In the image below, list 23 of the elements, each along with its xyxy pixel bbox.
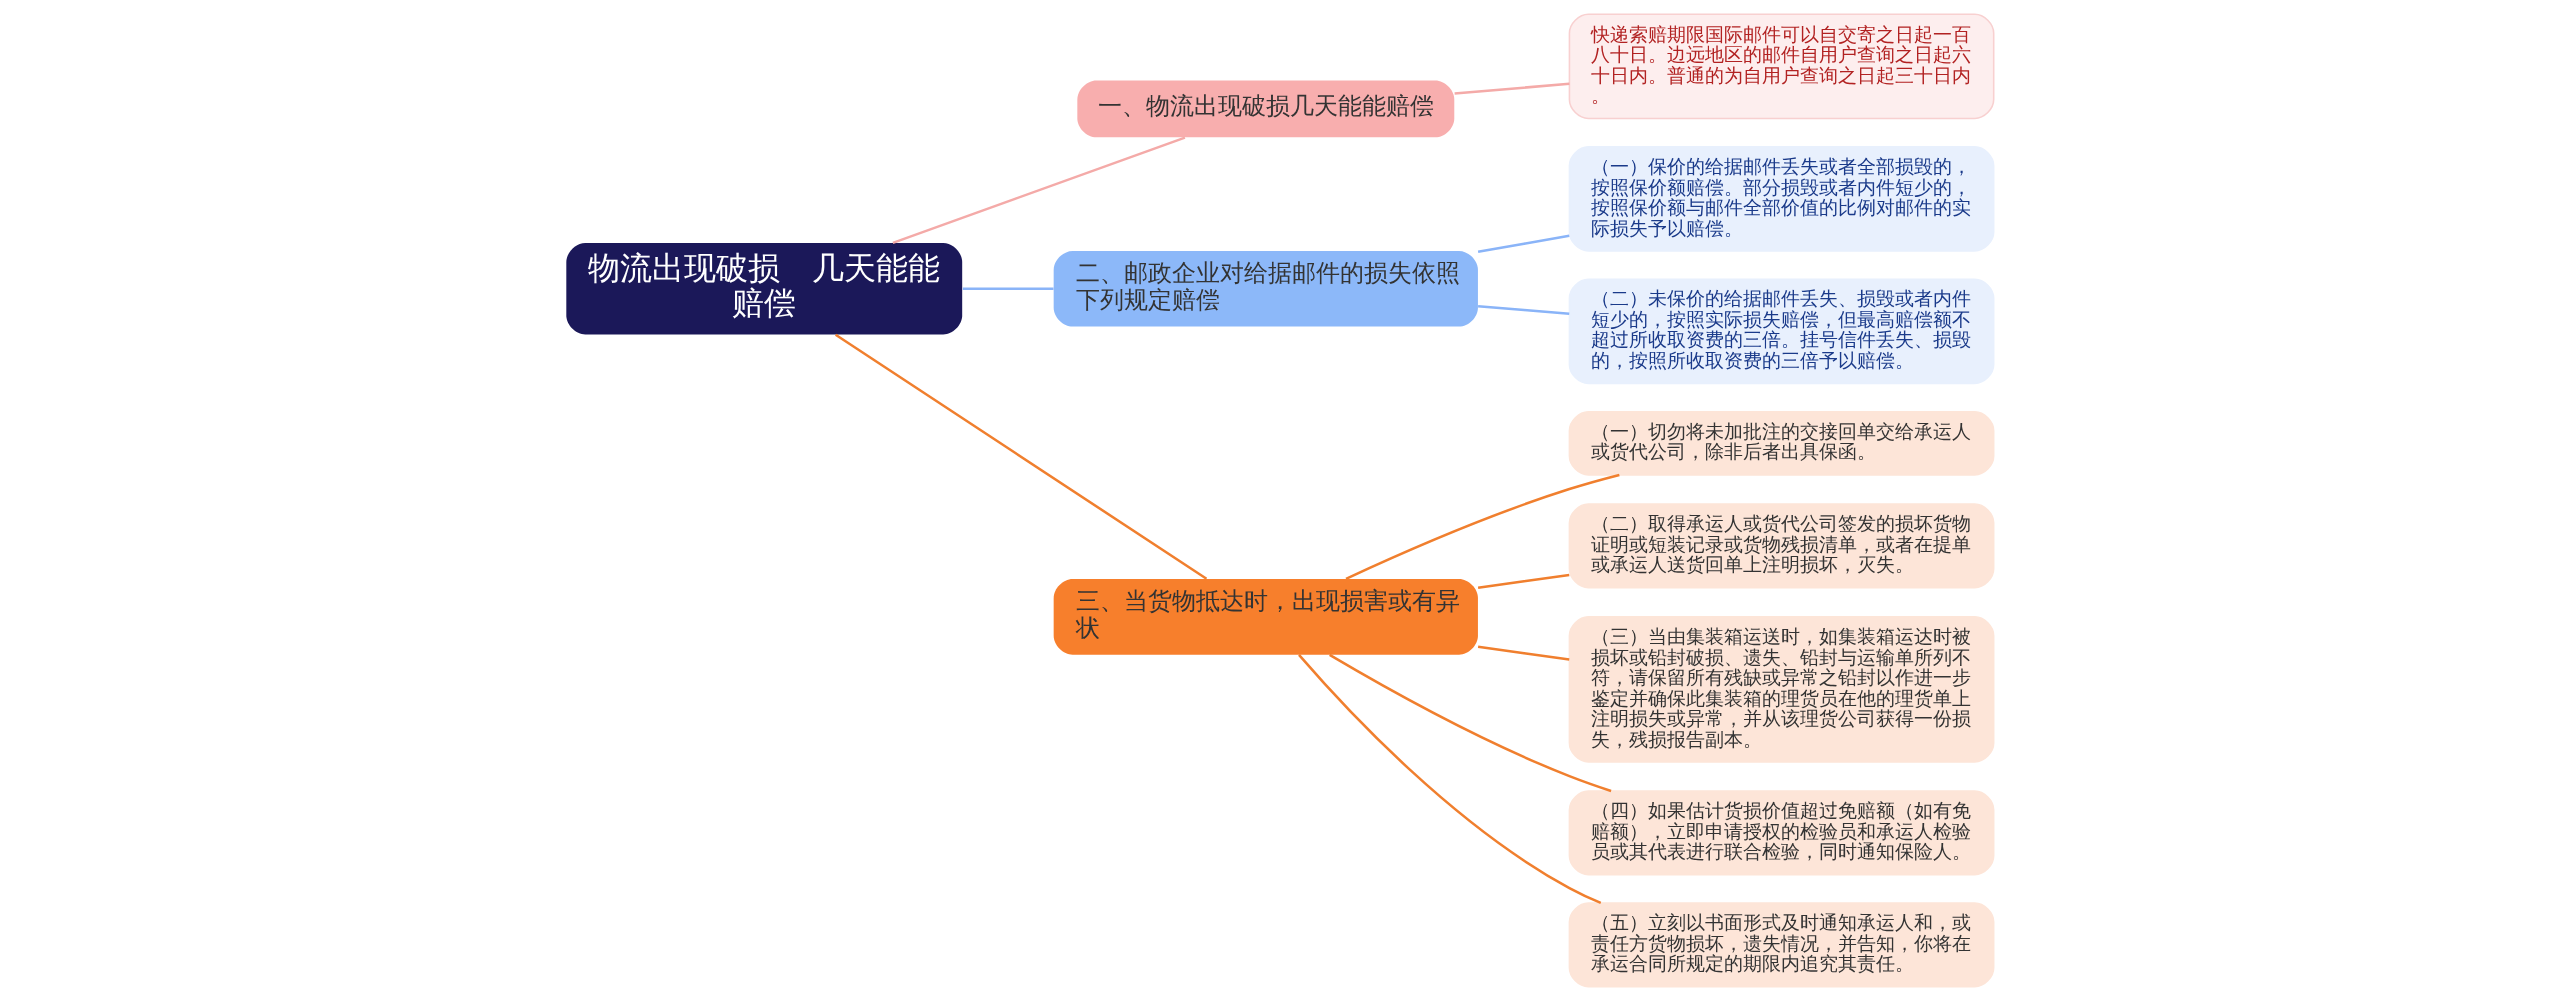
node-box: （一）保价的给据邮件丢失或者全部损毁的，按照保价额赔偿。部分损毁或者内件短少的，按照保价额与邮件全部价值的比例对邮件的实际损失予以赔偿。 — [1568, 146, 1995, 252]
connector — [1478, 305, 1570, 316]
node-box: （四）如果估计货损价值超过免赔额（如有免赔额），立即申请授权的检验员和承运人检验员或其代表进行联合检验，同时通知保险人。 — [1568, 790, 1995, 876]
node-box: 三、当货物抵达时，出现损害或有异状 — [1053, 578, 1478, 655]
connector — [1477, 573, 1570, 589]
node-box: 二、邮政企业对给据邮件的损失依照下列规定赔偿 — [1053, 250, 1478, 327]
node-box: 一、物流出现破损几天能能赔偿 — [1077, 80, 1455, 138]
connector — [1329, 653, 1612, 793]
node-box: （三）当由集装箱运送时，如集装箱运达时被损坏或铅封破损、遗失、铅封与运输单所列不符，请保留所有残缺或异常之铅封以作进一步鉴定并确保此集装箱的理货员在他的理货单上注明损失或异常，并从该理货公司获得一份损失，残损报告副本。 — [1568, 616, 1995, 763]
node-box: 快递索赔期限国际邮件可以自交寄之日起一百八十日。边远地区的邮件自用户查询之日起六十日内。普通的为自用户查询之日起三十日内。 — [1568, 13, 1995, 120]
connector — [962, 287, 1054, 290]
node-box: 物流出现破损 几天能能赔偿 — [566, 243, 963, 335]
connector — [1477, 645, 1570, 661]
connector — [1454, 82, 1570, 95]
connector — [1345, 473, 1620, 580]
connector — [834, 333, 1208, 580]
connector — [892, 136, 1186, 245]
node-box: （二）未保价的给据邮件丢失、损毁或者内件短少的，按照实际损失赔偿，但最高赔偿额不超过所收取资费的三倍。挂号信件丢失、损毁的，按照所收取资费的三倍予以赔偿。 — [1568, 278, 1995, 385]
node-box: （一）切勿将未加批注的交接回单交给承运人或货代公司，除非后者出具保函。 — [1568, 411, 1995, 476]
node-box: （二）取得承运人或货代公司签发的损坏货物证明或短装记录或货物残损清单，或者在提单或承运人送货回单上注明损坏，灭失。 — [1568, 503, 1995, 589]
connector — [1298, 654, 1602, 905]
connector — [1477, 234, 1570, 254]
node-box: （五）立刻以书面形式及时通知承运人和，或责任方货物损坏，遗失情况，并告知，你将在承运合同所规定的期限内追究其责任。 — [1568, 902, 1995, 988]
